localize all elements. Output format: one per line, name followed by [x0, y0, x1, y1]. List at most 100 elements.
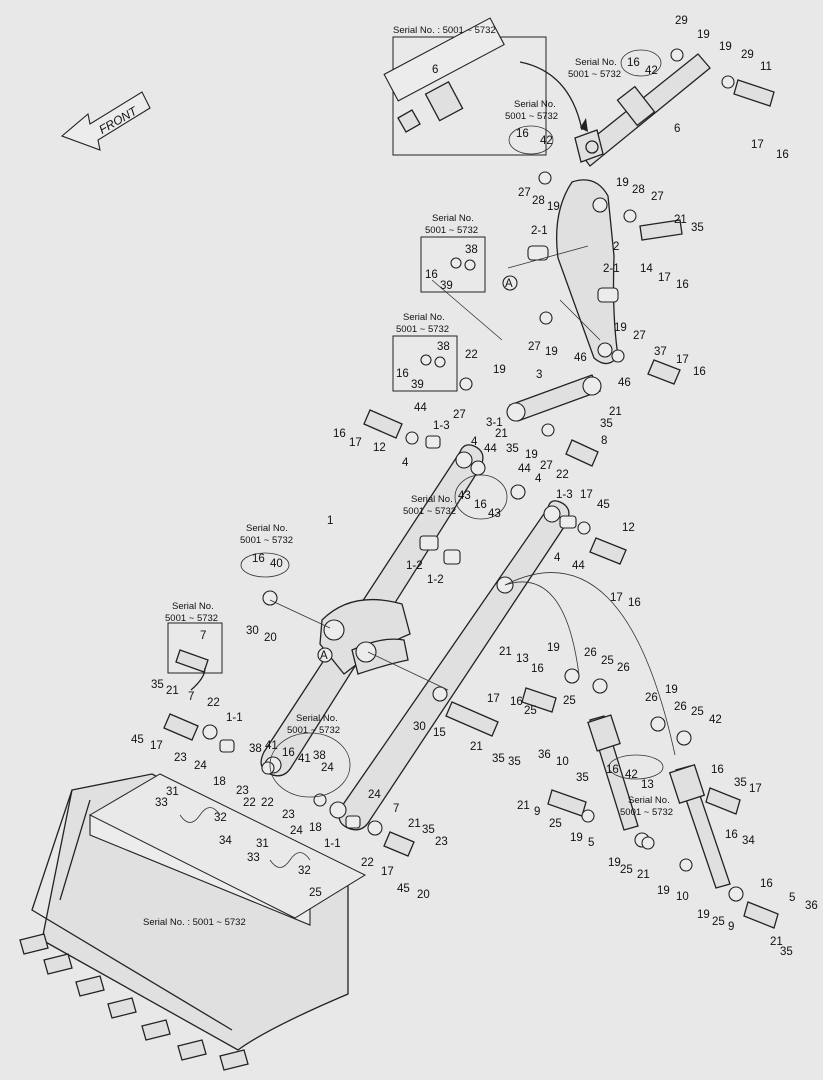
callout: 27: [540, 460, 553, 472]
inset-box-pin-7: [167, 622, 223, 691]
callout: 4: [402, 457, 409, 469]
callout: 19: [614, 322, 627, 334]
callout: 38: [249, 743, 262, 755]
callout: 20: [417, 889, 430, 901]
bucket: [19, 773, 367, 1071]
callout: 35: [691, 222, 704, 234]
leader-lines: [269, 245, 676, 756]
callout: 34: [742, 835, 755, 847]
callout: 35: [151, 679, 164, 691]
svg-text:Serial No.: Serial No.: [403, 312, 445, 323]
serial-top: Serial No. : 5001 ~ 5732: [393, 25, 496, 36]
callout: 1-3: [433, 420, 450, 432]
callout: 28: [632, 184, 645, 196]
callout: 16: [516, 128, 529, 140]
callout: 25: [549, 818, 562, 830]
callout: 42: [709, 714, 722, 726]
svg-text:5001 ~ 5732: 5001 ~ 5732: [240, 535, 293, 546]
callout: 21: [499, 646, 512, 658]
callout: 1-1: [324, 838, 341, 850]
callout: 35: [508, 756, 521, 768]
callout: 42: [645, 65, 658, 77]
callout: 25: [620, 864, 633, 876]
callout: 23: [236, 785, 249, 797]
callout: 41: [265, 740, 278, 752]
callout: 35: [492, 753, 505, 765]
callout: 45: [397, 883, 410, 895]
callout: 17: [610, 592, 623, 604]
callout: 27: [453, 409, 466, 421]
svg-text:Serial No.: Serial No.: [514, 99, 556, 110]
callout: 33: [247, 852, 260, 864]
callout: 42: [625, 769, 638, 781]
callout: 29: [675, 15, 688, 27]
callout: 24: [194, 760, 207, 772]
callout: 24: [368, 789, 381, 801]
callout: 26: [674, 701, 687, 713]
callout: 32: [214, 812, 227, 824]
callout: 16: [510, 696, 523, 708]
callout: 19: [697, 909, 710, 921]
callout: 22: [243, 797, 256, 809]
callout: 34: [219, 835, 232, 847]
callout: 17: [487, 693, 500, 705]
svg-text:Serial No.: Serial No.: [172, 601, 214, 612]
callout: 7: [188, 691, 194, 703]
callout: 27: [651, 191, 664, 203]
callout: 16: [531, 663, 544, 675]
callout: 21: [609, 406, 622, 418]
pins-bushings: [163, 171, 683, 857]
serial-labels: Serial No. : 5001 ~ 5732 Serial No. 5001…: [143, 25, 673, 928]
callout: 35: [506, 443, 519, 455]
callout: 19: [493, 364, 506, 376]
callout: 33: [155, 797, 168, 809]
svg-text:5001 ~ 5732: 5001 ~ 5732: [568, 69, 621, 80]
callout: 17: [580, 489, 593, 501]
callout: 42: [540, 135, 553, 147]
inset-cylinder-top: [383, 17, 588, 156]
callout: 19: [657, 885, 670, 897]
link-3: [506, 374, 602, 422]
svg-text:Serial No.: Serial No.: [296, 713, 338, 724]
callout: 6: [432, 64, 438, 76]
callout: 22: [361, 857, 374, 869]
callout: 26: [617, 662, 630, 674]
callout: 27: [518, 187, 531, 199]
callout: 7: [393, 803, 399, 815]
callout: 46: [618, 377, 631, 389]
callout: 16: [425, 269, 438, 281]
callout: 1-2: [427, 574, 444, 586]
callout: 35: [600, 418, 613, 430]
callout: 35: [780, 946, 793, 958]
callout-ellipses: [240, 49, 664, 798]
callout: 16: [760, 878, 773, 890]
callout: 12: [373, 442, 386, 454]
front-arrow: FRONT: [60, 91, 151, 151]
callout: 24: [321, 762, 334, 774]
callout: 32: [298, 865, 311, 877]
callout: 25: [691, 706, 704, 718]
callout: 35: [734, 777, 747, 789]
callout: 21: [770, 936, 783, 948]
bellcrank-2: [527, 179, 619, 365]
callout: 21: [470, 741, 483, 753]
callout: 17: [749, 783, 762, 795]
callout: 16: [627, 57, 640, 69]
callout: 19: [547, 201, 560, 213]
svg-text:5001 ~ 5732: 5001 ~ 5732: [403, 506, 456, 517]
callout: 27: [528, 341, 541, 353]
callout: 44: [414, 402, 427, 414]
callout: 38: [313, 750, 326, 762]
callout: 21: [517, 800, 530, 812]
callout: 28: [532, 195, 545, 207]
callout: 25: [524, 705, 537, 717]
callout: 11: [760, 61, 772, 73]
callout: 38: [437, 341, 450, 353]
svg-text:5001 ~ 5732: 5001 ~ 5732: [287, 725, 340, 736]
callout: 6: [674, 123, 680, 135]
callout: 19: [545, 346, 558, 358]
callout: 43: [458, 490, 471, 502]
callout: 17: [676, 354, 689, 366]
callout: 1-2: [406, 560, 423, 572]
